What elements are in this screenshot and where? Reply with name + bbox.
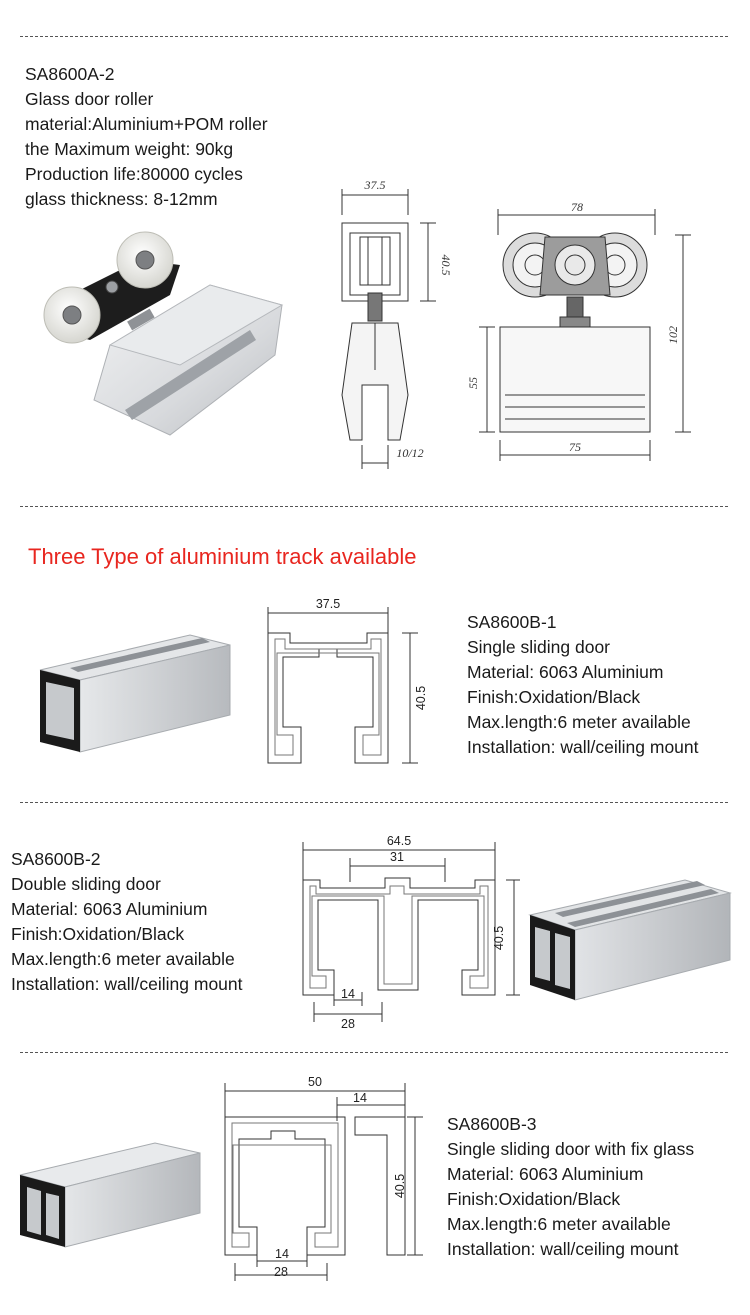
- dim-height: 40.5: [439, 255, 450, 276]
- installation: Installation: wall/ceiling mount: [447, 1239, 679, 1259]
- material: Material: 6063 Aluminium: [447, 1164, 644, 1184]
- track-groove: [70, 638, 210, 672]
- track-b3-spec: SA8600B-3 Single sliding door with fix g…: [447, 1112, 694, 1262]
- track-b2-photo: [528, 879, 732, 1001]
- roller-side-drawing: 37.5 40.5 10/12: [341, 178, 450, 469]
- model-number: SA8600B-1: [467, 612, 557, 632]
- model-number: SA8600B-2: [11, 849, 101, 869]
- dim-width2: 78: [571, 200, 583, 214]
- dim-width: 37.5: [316, 597, 340, 611]
- dim-glass: 10/12: [396, 446, 423, 460]
- product-name: Single sliding door: [467, 637, 611, 657]
- track-groove: [555, 881, 705, 917]
- dim-clamp-height: 55: [466, 377, 480, 389]
- material: Material: 6063 Aluminium: [11, 899, 208, 919]
- max-length: Max.length:6 meter available: [447, 1214, 671, 1234]
- finish: Finish:Oxidation/Black: [11, 924, 185, 944]
- product-name: Double sliding door: [11, 874, 161, 894]
- dim-total-height: 102: [666, 326, 680, 344]
- dim-base: 28: [341, 1017, 355, 1031]
- clamp-top-face: [108, 284, 284, 366]
- bolt: [127, 308, 155, 331]
- installation: Installation: wall/ceiling mount: [467, 737, 699, 757]
- material: material:Aluminium+POM roller: [25, 114, 268, 134]
- roller-front-drawing: 78 55 102 75: [466, 200, 691, 461]
- model-number: SA8600A-2: [25, 64, 115, 84]
- screw: [105, 280, 119, 294]
- track-b1-spec: SA8600B-1 Single sliding door Material: …: [467, 610, 699, 760]
- track-b3-photo: [19, 1142, 201, 1248]
- max-weight: the Maximum weight: 90kg: [25, 139, 234, 159]
- separator: [20, 802, 728, 803]
- finish: Finish:Oxidation/Black: [467, 687, 641, 707]
- dim-height: 40.5: [414, 686, 428, 710]
- installation: Installation: wall/ceiling mount: [11, 974, 243, 994]
- dim-inner: 31: [390, 850, 404, 864]
- dim-slot: 14: [275, 1247, 289, 1261]
- product-name: Glass door roller: [25, 89, 154, 109]
- track-b2-drawing: 64.5 31 40.5 14 28: [302, 834, 520, 1031]
- roller-photo: [43, 231, 284, 436]
- section-headline: Three Type of aluminium track available: [28, 544, 417, 569]
- material: Material: 6063 Aluminium: [467, 662, 664, 682]
- dim-height: 40.5: [393, 1174, 407, 1198]
- dim-base: 28: [274, 1265, 288, 1279]
- max-length: Max.length:6 meter available: [467, 712, 691, 732]
- dim-slot: 14: [341, 987, 355, 1001]
- model-number: SA8600B-3: [447, 1114, 537, 1134]
- wheel-bearing: [62, 305, 82, 325]
- track-b1-drawing: 37.5 40.5: [267, 597, 428, 764]
- finish: Finish:Oxidation/Black: [447, 1189, 621, 1209]
- product-name: Single sliding door with fix glass: [447, 1139, 695, 1159]
- separator: [20, 36, 728, 37]
- dim-glass-slot: 14: [353, 1091, 367, 1105]
- glass-thickness: glass thickness: 8-12mm: [25, 189, 218, 209]
- dim-width: 37.5: [364, 178, 386, 192]
- clamp-slot: [125, 330, 256, 420]
- dim-width: 50: [308, 1075, 322, 1089]
- wheel-bearing: [135, 250, 155, 270]
- track-groove: [567, 889, 719, 927]
- track-b3-drawing: 50 14 40.5 14 28: [224, 1075, 423, 1281]
- separator: [20, 1052, 728, 1053]
- dim-width: 64.5: [387, 834, 411, 848]
- separator: [20, 506, 728, 507]
- production-life: Production life:80000 cycles: [25, 164, 243, 184]
- dim-height: 40.5: [492, 926, 506, 950]
- dim-clamp-width: 75: [569, 440, 581, 454]
- track-b1-photo: [39, 634, 231, 753]
- roller-spec: SA8600A-2 Glass door roller material:Alu…: [25, 62, 268, 212]
- track-b2-spec: SA8600B-2 Double sliding door Material: …: [11, 847, 243, 997]
- max-length: Max.length:6 meter available: [11, 949, 235, 969]
